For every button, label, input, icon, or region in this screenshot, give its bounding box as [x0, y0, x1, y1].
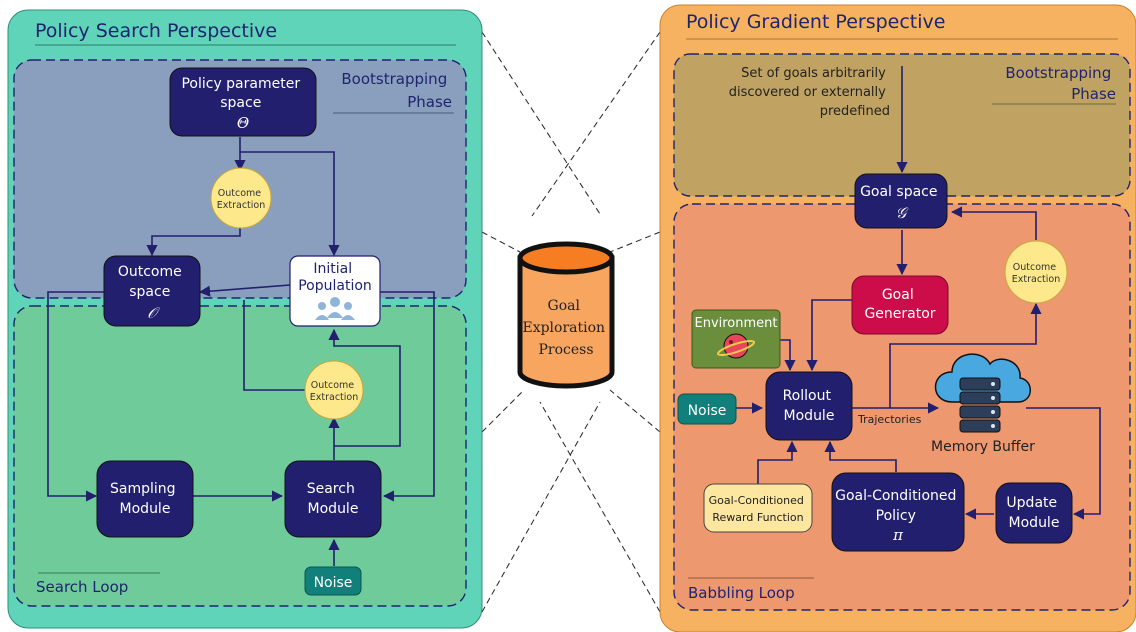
- right-noise-label: Noise: [688, 403, 727, 419]
- goal-generator-label: Goal Generator: [864, 287, 935, 322]
- memory-buffer-icon[interactable]: [934, 353, 1031, 433]
- search-module-label: Search Module: [307, 481, 360, 517]
- environment-label: Environment: [694, 316, 777, 331]
- left-search-loop-region: [13, 305, 467, 607]
- reward-function-label: Goal-Conditioned Reward Function: [709, 494, 808, 524]
- rollout-module-label: Rollout Module: [783, 388, 836, 424]
- goal-source-text: Set of goals arbitrarily discovered or e…: [729, 66, 890, 119]
- goal-exploration-process-node[interactable]: Goal Exploration Process: [517, 241, 615, 389]
- sampling-module-node[interactable]: [96, 460, 194, 538]
- left-search-loop-label: Search Loop: [36, 578, 128, 596]
- update-module-label: Update Module: [1006, 495, 1061, 531]
- left-panel: Policy Search Perspective Bootstrapping …: [7, 9, 483, 629]
- initial-population-node[interactable]: [289, 255, 381, 327]
- outcome-extraction-mid-node[interactable]: [304, 360, 364, 420]
- outcome-space-label: Outcome space 𝒪: [118, 264, 186, 322]
- rollout-module-node[interactable]: [765, 371, 853, 441]
- goal-exploration-process-label: Goal Exploration Process: [522, 298, 609, 358]
- outcome-extraction-right-node[interactable]: [1004, 240, 1068, 304]
- goal-generator-node[interactable]: [851, 275, 949, 335]
- policy-parameter-space-node[interactable]: [169, 67, 317, 137]
- initial-population-label: Initial Population: [298, 261, 372, 294]
- left-noise-label: Noise: [314, 575, 353, 591]
- connector-lines: [481, 31, 661, 613]
- population-icon: [315, 297, 355, 320]
- left-connectors: [47, 137, 435, 566]
- sampling-module-label: Sampling Module: [110, 481, 180, 517]
- reward-function-node[interactable]: [703, 483, 813, 533]
- goal-space-label: Goal space 𝒢: [860, 184, 942, 222]
- goal-space-node[interactable]: [854, 173, 948, 229]
- left-noise-node[interactable]: [304, 566, 362, 596]
- right-bootstrap-label: Bootstrapping Phase: [1005, 64, 1116, 103]
- goal-conditioned-policy-node[interactable]: [831, 472, 965, 552]
- left-bootstrap-label: Bootstrapping Phase: [341, 70, 452, 111]
- outcome-extraction-right-label: Outcome Extraction: [1012, 262, 1061, 285]
- search-module-node[interactable]: [284, 460, 382, 538]
- memory-buffer-label: Memory Buffer: [931, 439, 1035, 455]
- left-panel-title: Policy Search Perspective: [35, 20, 277, 42]
- outcome-extraction-top-label: Outcome Extraction: [217, 188, 266, 211]
- update-module-node[interactable]: [995, 482, 1073, 544]
- right-noise-node[interactable]: [677, 393, 737, 425]
- planet-icon: [716, 333, 756, 359]
- outcome-extraction-mid-label: Outcome Extraction: [310, 380, 359, 403]
- outcome-extraction-top-node[interactable]: [210, 167, 272, 229]
- outcome-space-node[interactable]: [103, 255, 201, 327]
- right-panel-title: Policy Gradient Perspective: [686, 11, 945, 33]
- policy-parameter-space-label: Policy parameter space Θ: [181, 76, 304, 132]
- goal-conditioned-policy-label: Goal-Conditioned Policy π: [835, 488, 961, 544]
- right-panel: Policy Gradient Perspective Bootstrappin…: [659, 4, 1136, 632]
- trajectories-label: Trajectories: [857, 413, 922, 426]
- right-babbling-loop-label: Babbling Loop: [688, 584, 795, 602]
